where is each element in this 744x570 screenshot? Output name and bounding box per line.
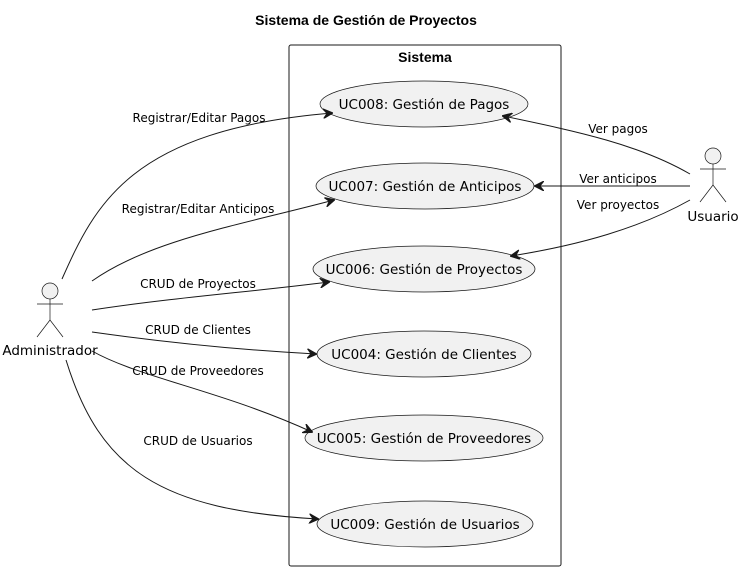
edge-admin-uc008-label: Registrar/Editar Pagos [133,111,266,125]
edge-admin-uc008: Registrar/Editar Pagos [61,111,332,280]
use-case-uc004[interactable]: UC004: Gestión de Clientes [316,330,532,378]
edge-admin-uc007-label: Registrar/Editar Anticipos [122,202,275,216]
edge-user-uc007: Ver anticipos [535,172,690,186]
use-case-uc008-label: UC008: Gestión de Pagos [339,97,510,113]
actor-usuario[interactable]: Usuario [687,147,739,225]
edge-admin-uc005: CRUD de Proveedores [91,350,312,432]
use-case-uc007-label: UC007: Gestión de Anticipos [329,179,522,195]
actor-administrador-label: Administrador [2,343,98,359]
edge-admin-uc006: CRUD de Proyectos [91,277,329,311]
actor-stick-figure-icon [36,282,64,338]
edge-admin-uc007: Registrar/Editar Anticipos [91,200,334,282]
edge-admin-uc006-label: CRUD de Proyectos [140,277,256,291]
edge-user-uc008: Ver pagos [503,116,691,175]
edge-user-uc006-label: Ver proyectos [577,198,659,212]
edge-admin-uc004: CRUD de Clientes [91,323,316,354]
actor-usuario-label: Usuario [687,209,738,225]
use-case-uc005[interactable]: UC005: Gestión de Proveedores [304,414,544,462]
edge-user-uc006: Ver proyectos [511,198,691,256]
use-case-uc005-label: UC005: Gestión de Proveedores [317,431,531,447]
edge-user-uc008-label: Ver pagos [588,122,648,136]
edge-admin-uc009: CRUD de Usuarios [65,359,318,519]
edge-admin-uc004-label: CRUD de Clientes [145,323,251,337]
use-case-uc004-label: UC004: Gestión de Clientes [331,347,516,363]
system-title: Sistema [398,49,452,65]
actor-administrador[interactable]: Administrador [2,282,98,359]
edge-admin-uc009-label: CRUD de Usuarios [143,434,252,448]
diagram-title: Sistema de Gestión de Proyectos [255,12,477,28]
use-case-uc006[interactable]: UC006: Gestión de Proyectos [312,245,536,293]
use-case-uc006-label: UC006: Gestión de Proyectos [326,262,523,278]
edge-admin-uc005-label: CRUD de Proveedores [132,364,264,378]
use-case-uc008[interactable]: UC008: Gestión de Pagos [319,80,529,128]
use-case-uc009[interactable]: UC009: Gestión de Usuarios [316,500,534,548]
actor-stick-figure-icon [699,147,727,203]
use-case-uc009-label: UC009: Gestión de Usuarios [330,517,519,533]
edge-user-uc007-label: Ver anticipos [579,172,657,186]
system-boundary [288,44,562,567]
use-case-uc007[interactable]: UC007: Gestión de Anticipos [315,162,535,210]
